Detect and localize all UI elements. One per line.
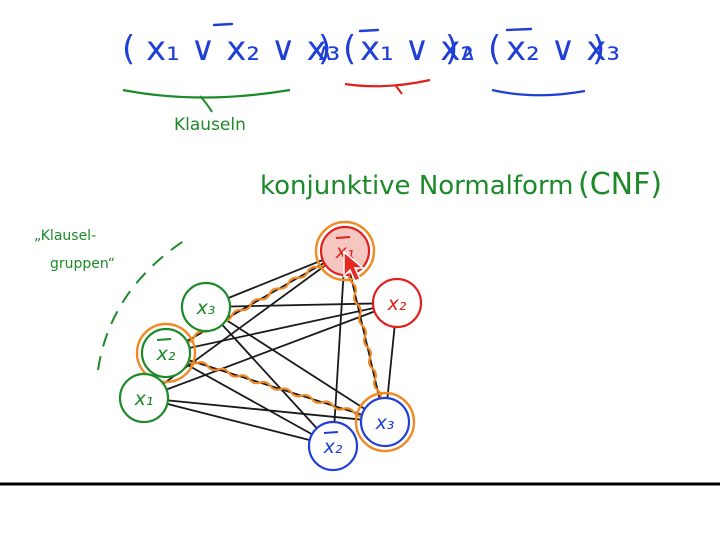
- highlighted-edge-g2-b2: [165, 352, 386, 424]
- negation-bar: [156, 338, 172, 341]
- graph-edge-g2-b1: [165, 352, 334, 447]
- graph-node-r2: x₂: [371, 277, 423, 329]
- negation-bar-clause2-x1: [358, 28, 380, 33]
- formula-clause-1: x₁ ∨ x₂ ∨ x₃: [146, 29, 340, 69]
- graph-node-label: x₃: [196, 297, 216, 319]
- formula-paren-close-1: ): [318, 29, 331, 69]
- graph-node-label: x₃: [375, 412, 395, 434]
- formula-and-1: ∧: [316, 38, 334, 66]
- clause-groups-dashed-arc: [97, 239, 186, 371]
- clause2-red-underline: [344, 78, 431, 88]
- graph-edge-g1-b2: [205, 306, 386, 423]
- negation-bar-clause3-x2: [505, 27, 533, 32]
- formula-clause-2: x₁ ∨ x₂: [360, 29, 474, 69]
- negation-bar: [335, 236, 351, 239]
- clause-groups-label-line2: gruppen“: [50, 256, 115, 272]
- graph-node-label: x₂: [387, 293, 407, 315]
- graph-edge-g3-b2: [143, 397, 386, 423]
- graph-node-b1: x₂: [307, 420, 359, 472]
- graph-nodes: x₃x₂x₁x₁x₂x₂x₃: [118, 220, 423, 472]
- negation-bar: [323, 431, 339, 434]
- graph-node-label: x₁: [134, 388, 154, 410]
- graph-edge-g3-b1: [143, 397, 334, 447]
- formula-and-2: ∧: [459, 38, 477, 66]
- clause1-green-brace: [122, 88, 291, 99]
- selected-node-ring: [314, 220, 376, 282]
- graph-node-label: x₂: [156, 343, 176, 365]
- graph-node-g2: x₂: [135, 322, 197, 384]
- graph-node-g3: x₁: [118, 372, 170, 424]
- cnf-label: konjunktive Normalform: [260, 171, 574, 201]
- formula-paren-open-2: (: [343, 29, 356, 69]
- graph-node-b2: x₃: [354, 391, 416, 453]
- selected-node-ring: [354, 391, 416, 453]
- cnf-formula: ( x₁ ∨ x₂ ∨ x₃ ) ∧ ( x₁ ∨ x₂ ) ∧ ( x₂ ∨ …: [122, 22, 620, 69]
- clause3-blue-underline: [491, 88, 586, 97]
- formula-paren-open-3: (: [488, 29, 501, 69]
- graph-edge-r1-b1: [332, 250, 346, 447]
- clause-groups-label-line1: „Klausel-: [34, 228, 96, 244]
- clause1-brace-tip: [199, 95, 213, 113]
- graph-edge-g2-b2: [165, 352, 386, 423]
- selected-node-ring: [135, 322, 197, 384]
- graph-node-label: x₂: [323, 436, 343, 458]
- mouse-cursor-icon: [343, 250, 366, 282]
- formula-paren-open-1: (: [122, 29, 135, 69]
- formula-paren-close-3: ): [592, 29, 605, 69]
- clause2-underline-tip: [395, 85, 403, 95]
- formula-paren-close-2: ): [445, 29, 458, 69]
- graph-edge-g3-r2: [143, 302, 398, 399]
- highlighted-edge-g2-r1: [165, 250, 347, 355]
- formula-clause-3: x₂ ∨ x₃: [506, 29, 620, 69]
- graph-edge-g1-r2: [205, 302, 398, 308]
- graph-node-g1: x₃: [180, 281, 232, 333]
- klauseln-label: Klauseln: [174, 115, 246, 135]
- negation-bar-clause1-x2: [212, 22, 234, 27]
- graph-edge-g1-b1: [205, 306, 334, 447]
- cnf-abbrev-label: (CNF): [578, 167, 662, 202]
